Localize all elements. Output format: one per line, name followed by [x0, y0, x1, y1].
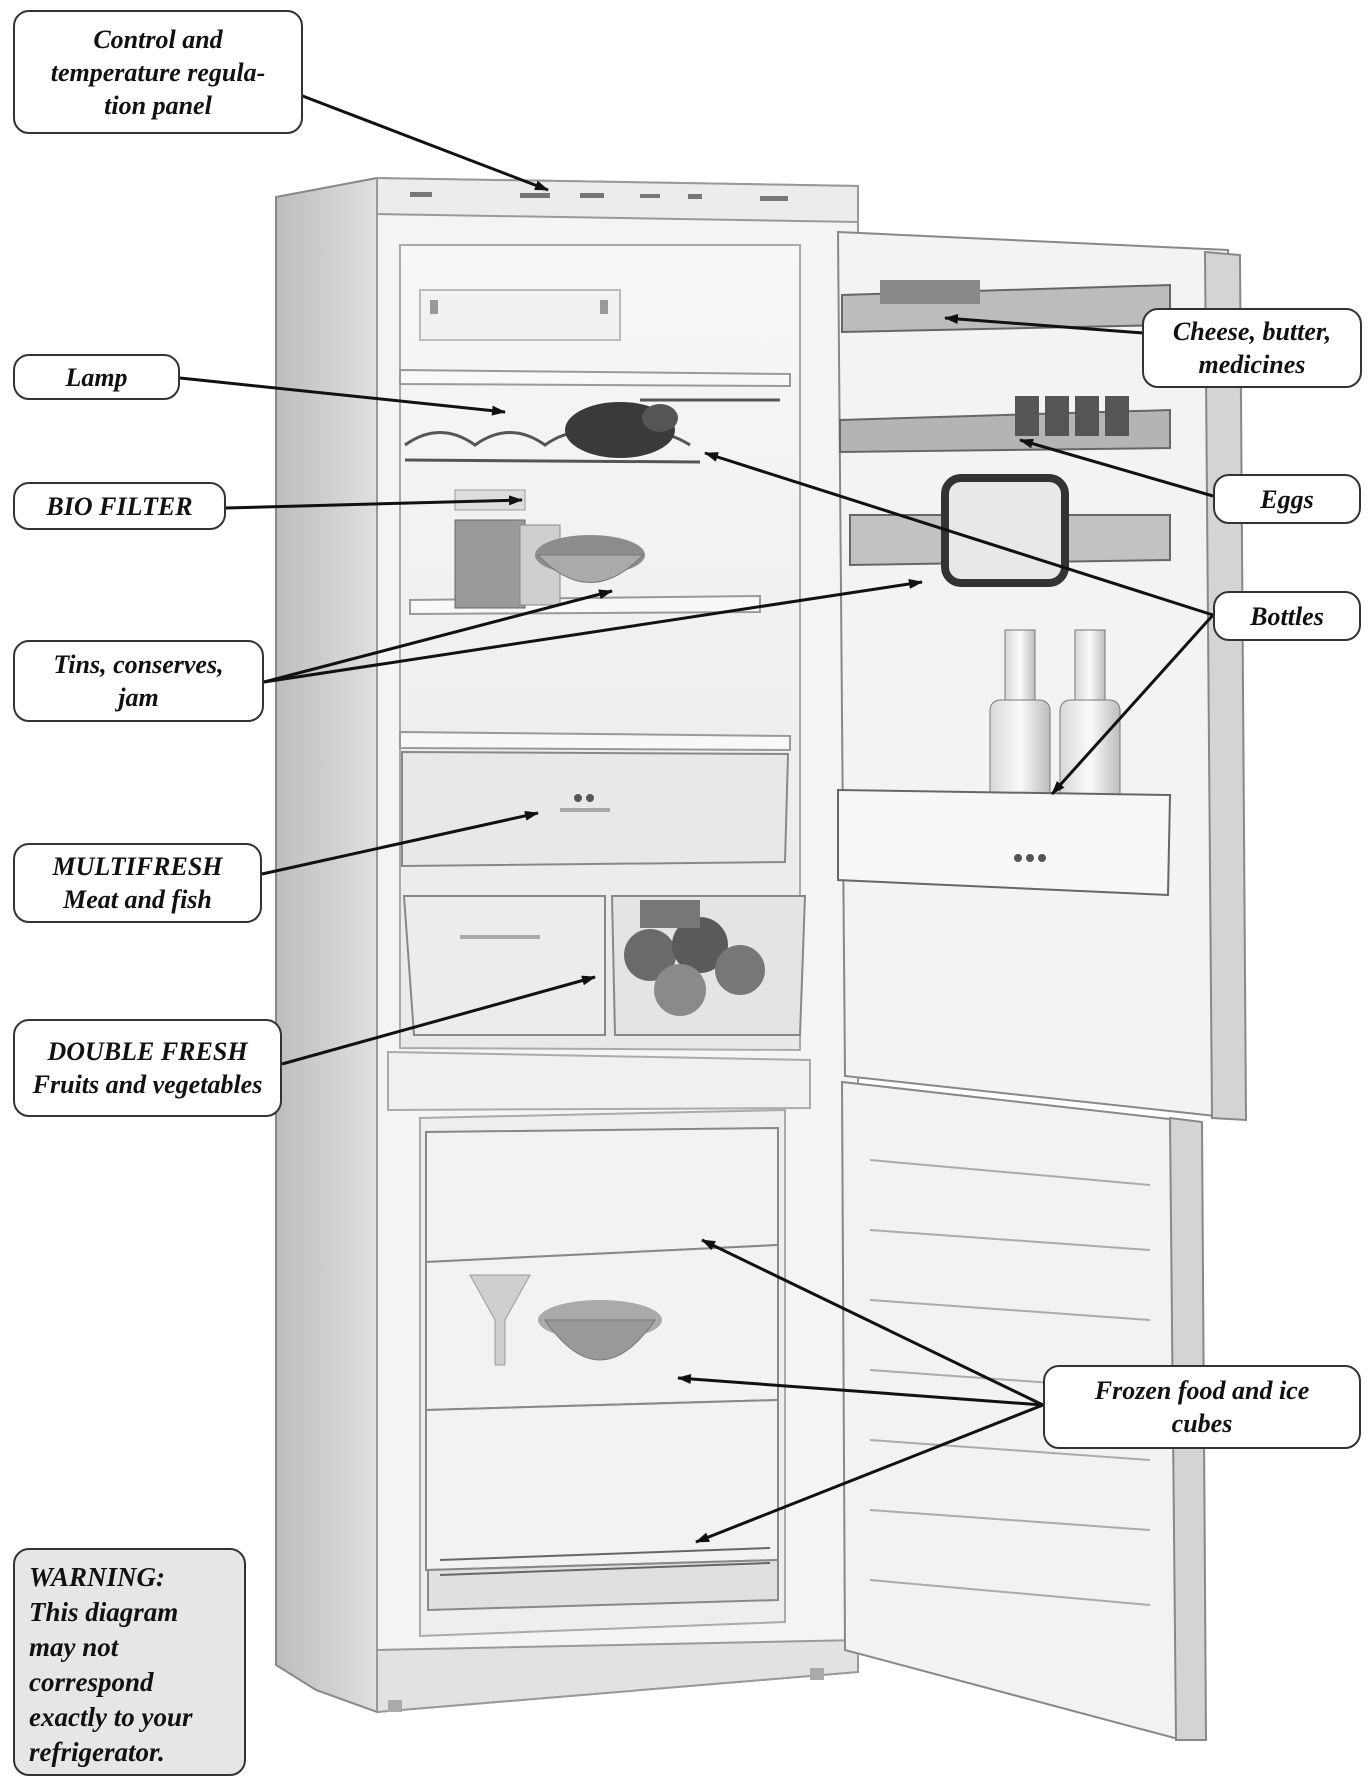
warning-note: WARNING: This diagram may not correspond… — [13, 1548, 246, 1776]
wine-bottle-lying — [565, 402, 678, 458]
double-fresh-drawers — [402, 895, 807, 1036]
multifresh-label: MULTIFRESH Meat and fish — [13, 843, 262, 923]
frozen-food-label: Frozen food and ice cubes — [1043, 1365, 1361, 1449]
lamp-label: Lamp — [13, 354, 180, 400]
bottles-label: Bottles — [1213, 591, 1361, 641]
leader-arrows — [179, 93, 1215, 1544]
freezer-items — [439, 1274, 771, 1576]
double-fresh-label: DOUBLE FRESH Fruits and vegetables — [13, 1019, 282, 1117]
control-panel-label: Control and temperature regula- tion pan… — [13, 10, 303, 134]
freezer-drawers — [425, 1126, 779, 1612]
eggs-label: Eggs — [1213, 474, 1361, 524]
bio-filter-label: BIO FILTER — [13, 482, 226, 530]
multifresh-drawer — [401, 750, 790, 868]
tins-label: Tins, conserves, jam — [13, 640, 264, 722]
tins-and-bowl — [454, 519, 645, 609]
cheese-butter-label: Cheese, butter, medicines — [1142, 308, 1362, 388]
lamp-fixture — [419, 289, 621, 341]
